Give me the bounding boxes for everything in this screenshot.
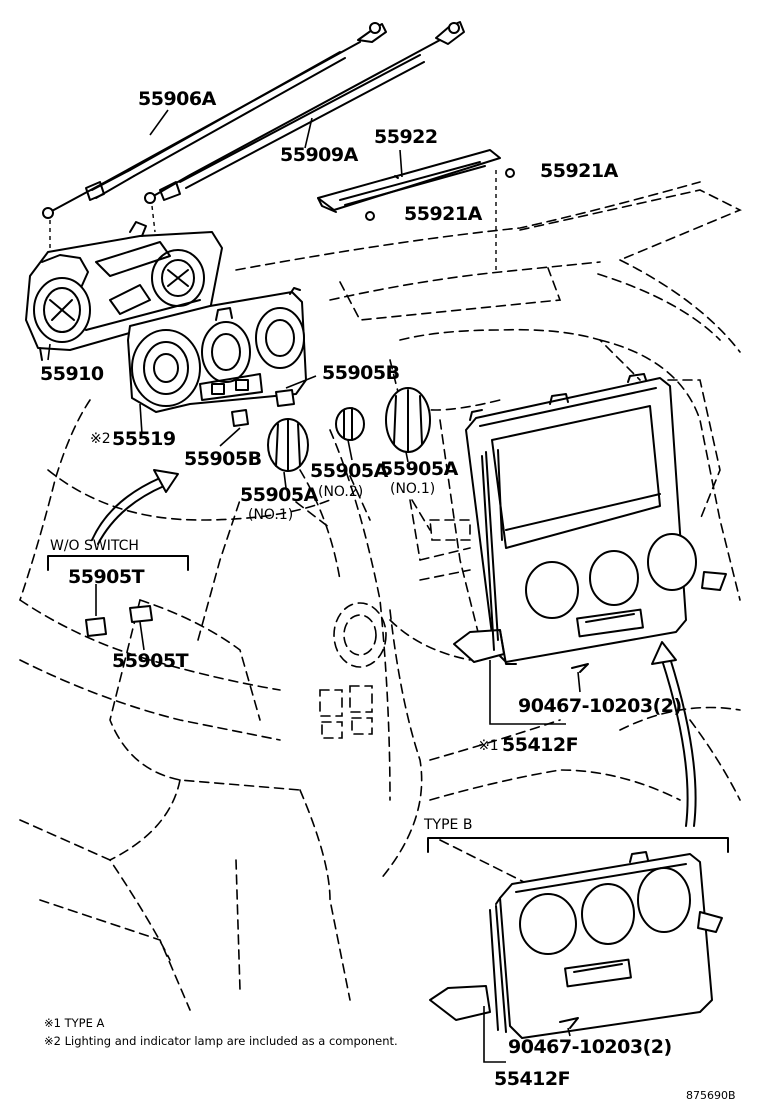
knob-55905A — [267, 387, 431, 531]
label-55906A: 55906A — [138, 88, 216, 110]
label-no1-left: (NO.1) — [248, 507, 294, 523]
clip-55921A — [365, 168, 515, 221]
screw-90467-type-b — [559, 1017, 579, 1037]
label-type-b: TYPE B — [424, 817, 473, 833]
label-55905A-left: 55905A — [240, 484, 318, 506]
screw-90467 — [571, 663, 589, 693]
label-55905B-lower: 55905B — [184, 448, 262, 470]
label-90467-a: 90467-10203(2) — [518, 695, 682, 717]
dashboard-outline — [19, 181, 742, 1011]
panel-55412F-type-a — [453, 373, 727, 725]
label-55905B-upper: 55905B — [322, 362, 400, 384]
label-55412F-a: 55412F — [502, 734, 579, 756]
note-2: ※2 Lighting and indicator lamp are inclu… — [44, 1034, 398, 1048]
wo-switch-group — [47, 555, 189, 651]
note-1: ※1 TYPE A — [44, 1016, 105, 1030]
label-55905A-mid: 55905A — [310, 460, 388, 482]
label-55412F-b: 55412F — [494, 1068, 571, 1090]
label-55905A-right: 55905A — [380, 458, 458, 480]
mark-panel-a: ※1 — [478, 738, 499, 754]
label-55905T-upper: 55905T — [68, 566, 145, 588]
label-90467-b: 90467-10203(2) — [508, 1036, 672, 1058]
figure-number: 875690B — [686, 1089, 736, 1102]
label-wo-switch: W/O SWITCH — [50, 538, 139, 554]
cable-55906A — [42, 22, 387, 219]
mark-switch-assy: ※2 — [90, 431, 111, 447]
label-55909A: 55909A — [280, 144, 358, 166]
label-55905T-lower: 55905T — [112, 650, 189, 672]
label-55922: 55922 — [374, 126, 438, 148]
arrows — [91, 469, 697, 827]
switch-assy-55519 — [127, 287, 307, 435]
label-no2: (NO.2) — [318, 484, 364, 500]
label-55921A-upper: 55921A — [540, 160, 618, 182]
cable-55909A — [144, 21, 465, 204]
panel-55412F-type-b — [427, 837, 729, 1063]
label-55910: 55910 — [40, 363, 104, 385]
knob-55905B — [219, 375, 317, 447]
label-55921A-lower: 55921A — [404, 203, 482, 225]
panel-55922 — [317, 149, 501, 213]
label-55519: 55519 — [112, 428, 176, 450]
label-no1-right: (NO.1) — [390, 481, 436, 497]
